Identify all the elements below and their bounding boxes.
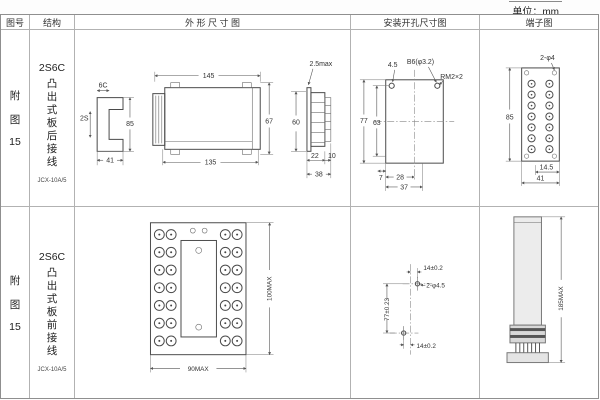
dim-terminal-width: 41 [537, 175, 545, 182]
row1-fig-char: 图 [9, 114, 21, 126]
row2-fig-number: 15 [9, 320, 21, 333]
row1-structure-char: 板 [46, 117, 58, 129]
dim-cutout-h-outer: 77 [360, 118, 368, 125]
row1-relay-type: 2S6C [38, 62, 66, 74]
dim-bracket-width: 41 [106, 158, 114, 165]
row2-structure-char: 线 [46, 345, 58, 357]
row1-fig-no: 附 图 15 [1, 30, 30, 207]
dim-depth-total: 38 [315, 172, 323, 179]
dim-depth-22: 22 [311, 153, 319, 160]
panel-cutout-view: 4.5 B6(φ3.2) RM2×2 77 63 7 [359, 59, 463, 191]
row2-structure-char: 出 [46, 280, 58, 292]
dim-terminal-height: 85 [506, 114, 514, 121]
dim-hole-dia: 2-φ4.5 [426, 283, 445, 290]
dim-body-top: 145 [203, 73, 215, 80]
header-mounting: 安装开孔尺寸图 [351, 15, 480, 30]
row1-structure-char: 后 [46, 130, 58, 142]
dim-hole-offset: 4.5 [388, 62, 398, 69]
row1-model-label: JCX-10A/5 [37, 178, 67, 184]
bracket-side-view: 6C 2S 85 41 [80, 83, 134, 166]
row1-structure-char: 凸 [46, 78, 58, 90]
drawing-sheet-table: 图号 结构 外 形 尺 寸 图 安装开孔尺寸图 端子图 附 图 15 2S6C … [0, 14, 599, 399]
dim-body-bottom: 135 [205, 160, 217, 167]
row2-terminal-cell: 185MAX [480, 207, 598, 398]
label-screw-hole: B6(φ3.2) [407, 59, 434, 66]
row1-structure-char: 线 [46, 156, 58, 168]
terminal-circles-left [153, 229, 177, 347]
dim-cutout-w-inner: 28 [396, 175, 404, 182]
dim-cutout-h-inner: 63 [373, 120, 381, 127]
row2-fig-no: 附 图 15 [1, 207, 30, 398]
row2-structure-char: 凸 [46, 267, 58, 279]
dim-offset-top: 14±0.2 [423, 265, 443, 272]
row1-outline-drawing: 6C 2S 85 41 145 [80, 61, 336, 179]
header-structure: 结构 [30, 15, 75, 30]
header-mounting-label: 安装开孔尺寸图 [383, 17, 447, 28]
row2-outline-cell: 90MAX 100MAX [75, 207, 351, 398]
row1-structure-char: 式 [46, 104, 58, 116]
header-outline-label: 外 形 尺 寸 图 [184, 17, 240, 28]
row2-structure-char: 接 [46, 332, 58, 344]
row1-structure-char: 接 [46, 143, 58, 155]
row1-fig-char: 附 [9, 90, 21, 102]
relay-side-view: 2.5max 60 [291, 61, 336, 179]
dim-mount-holes: 2-φ4 [540, 55, 555, 62]
front-mount-holes-view: 14±0.2 2-φ4.5 77±0.23 14±0.2 [383, 264, 445, 355]
row1-structure: 2S6C 凸 出 式 板 后 接 线 JCX-10A/5 [30, 30, 75, 207]
row2-relay-type: 2S6C [38, 251, 66, 263]
dim-step-side: 2S [80, 115, 89, 122]
header-outline: 外 形 尺 寸 图 [75, 15, 351, 30]
header-terminal-label: 端子图 [525, 17, 553, 28]
unit-label: 单位：mm [509, 1, 562, 18]
row1-fig-number: 15 [9, 136, 21, 148]
header-terminal: 端子图 [480, 15, 598, 30]
dim-hole-spacing: 77±0.23 [384, 297, 391, 320]
row2-structure-char: 前 [46, 319, 58, 331]
front-wiring-view: 90MAX 100MAX [149, 222, 274, 373]
row2-structure-char: 板 [46, 306, 58, 318]
dim-cutout-w-outer: 37 [400, 184, 408, 191]
label-stud: RM2×2 [440, 74, 463, 81]
row1-terminal-drawing: 2-φ4 85 14.5 41 [505, 55, 560, 186]
header-fig-no: 图号 [1, 15, 30, 30]
dim-depth-10: 10 [328, 153, 336, 160]
terminal-screws [527, 79, 554, 154]
dim-offset-bottom: 14±0.2 [416, 343, 436, 350]
row2-mounting-cell: 14±0.2 2-φ4.5 77±0.23 14±0.2 [351, 207, 480, 398]
dim-width-max: 90MAX [188, 366, 210, 373]
row2-model-label: JCX-10A/5 [37, 367, 67, 373]
row2-structure-char: 式 [46, 293, 58, 305]
row1-terminal-cell: 2-φ4 85 14.5 41 [480, 30, 598, 207]
dim-total-height-max: 185MAX [558, 286, 565, 311]
dim-step-top: 6C [99, 83, 108, 90]
dim-bracket-height: 85 [126, 121, 134, 128]
terminal-circles-right [219, 229, 243, 347]
row1-mounting-drawing: 4.5 B6(φ3.2) RM2×2 77 63 7 [359, 59, 463, 191]
relay-front-view: 145 67 135 [152, 71, 273, 167]
row1-mounting-cell: 4.5 B6(φ3.2) RM2×2 77 63 7 [351, 30, 480, 207]
row2-fig-char: 附 [9, 274, 21, 287]
header-fig-no-label: 图号 [5, 17, 24, 28]
row2-fig-char: 图 [9, 298, 21, 311]
row2-structure: 2S6C 凸 出 式 板 前 接 线 JCX-10A/5 [30, 207, 75, 398]
relay-profile-view: 185MAX [506, 216, 565, 364]
dim-flange-thickness: 2.5max [309, 61, 332, 68]
dim-flange-height: 60 [292, 119, 300, 126]
row2-outline-drawing: 90MAX 100MAX [149, 222, 274, 373]
row2-mounting-drawing: 14±0.2 2-φ4.5 77±0.23 14±0.2 [383, 264, 445, 355]
dim-edge-offset: 7 [379, 175, 383, 182]
terminal-block-view: 2-φ4 85 14.5 41 [505, 55, 560, 186]
header-structure-label: 结构 [42, 17, 61, 28]
dim-terminal-pitch: 14.5 [540, 165, 554, 172]
dim-body-side: 67 [265, 118, 273, 125]
row1-structure-char: 出 [46, 91, 58, 103]
dim-height-max: 100MAX [267, 276, 274, 301]
row2-terminal-drawing: 185MAX [506, 216, 565, 364]
row1-outline-cell: 6C 2S 85 41 145 [75, 30, 351, 207]
